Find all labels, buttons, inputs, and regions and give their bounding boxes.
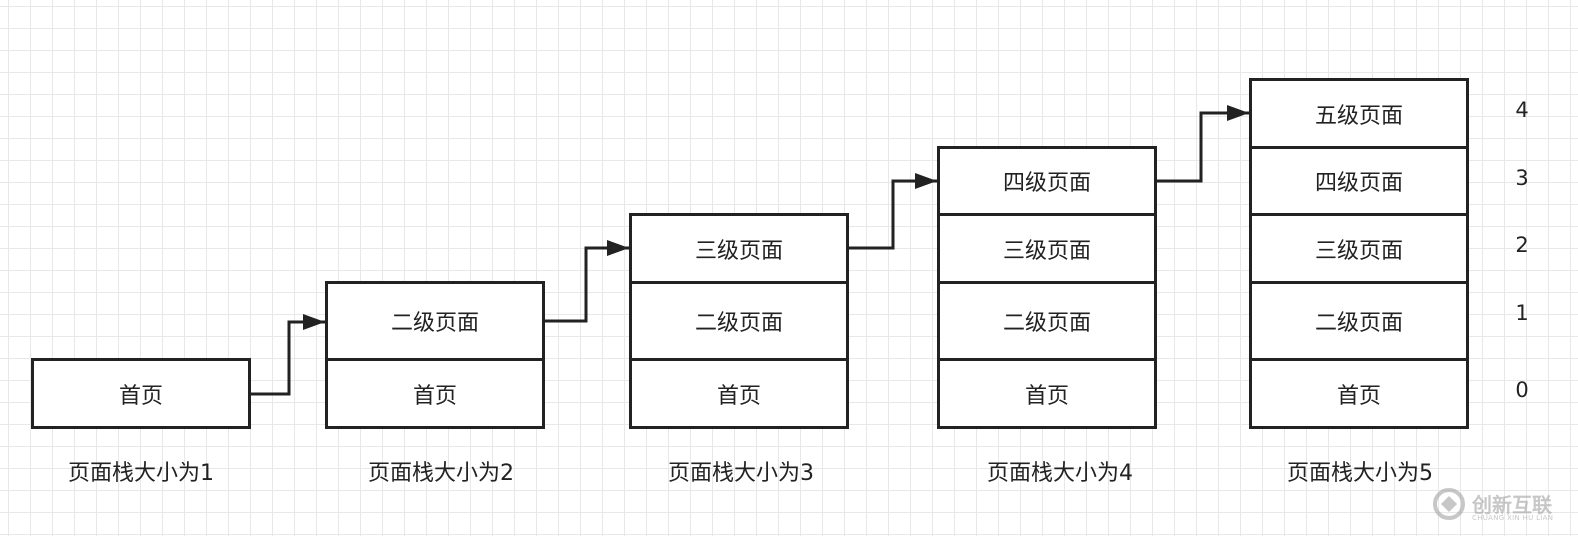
page-stack-2: 二级页面 首页 (325, 281, 545, 429)
stack-index: 1 (1515, 301, 1529, 325)
page-stack-3: 三级页面 二级页面 首页 (629, 213, 849, 429)
page-cell-home: 首页 (1024, 383, 1069, 409)
page-cell-level-2: 二级页面 (940, 284, 1154, 361)
page-cell-level-5: 五级页面 (1252, 81, 1466, 149)
stack-index: 2 (1515, 233, 1529, 257)
page-cell-level-2: 二级页面 (328, 284, 542, 361)
page-cell-level-3: 三级页面 (632, 216, 846, 284)
page-cell-home: 首页 (716, 383, 761, 409)
stack-index: 3 (1515, 166, 1529, 190)
watermark-text: 创新互联 (1472, 493, 1552, 517)
navigation-arrow-2-to-3 (545, 240, 629, 323)
stack-size-label: 页面栈大小为2 (368, 461, 514, 486)
page-cell-level-4: 四级页面 (1252, 149, 1466, 216)
navigation-arrow-4-to-5 (1157, 105, 1249, 183)
navigation-arrow-3-to-4 (849, 173, 937, 250)
page-cell-home: 首页 (1336, 383, 1381, 409)
watermark-logo-icon (1433, 488, 1465, 520)
stack-size-label: 页面栈大小为1 (68, 461, 214, 486)
page-stack-5: 五级页面 四级页面 三级页面 二级页面 首页 (1249, 78, 1469, 429)
page-cell-home: 首页 (118, 383, 163, 409)
page-cell-home: 首页 (412, 383, 457, 409)
watermark-logo: 创新互联 CHUANG XIN HU LIAN (1430, 483, 1570, 527)
stack-index: 4 (1515, 98, 1529, 122)
page-stack-1: 首页 (31, 358, 251, 429)
navigation-arrow-1-to-2 (251, 314, 325, 396)
stack-size-label: 页面栈大小为5 (1287, 461, 1433, 486)
watermark-subtext: CHUANG XIN HU LIAN (1472, 514, 1554, 522)
page-cell-level-2: 二级页面 (1252, 284, 1466, 361)
page-cell-level-2: 二级页面 (632, 284, 846, 361)
page-stack-4: 四级页面 三级页面 二级页面 首页 (937, 146, 1157, 429)
page-cell-level-3: 三级页面 (940, 216, 1154, 284)
page-cell-level-3: 三级页面 (1252, 216, 1466, 284)
stack-size-label: 页面栈大小为3 (668, 461, 814, 486)
page-cell-level-4: 四级页面 (940, 149, 1154, 216)
stack-size-label: 页面栈大小为4 (987, 461, 1133, 486)
stack-index: 0 (1515, 378, 1529, 402)
